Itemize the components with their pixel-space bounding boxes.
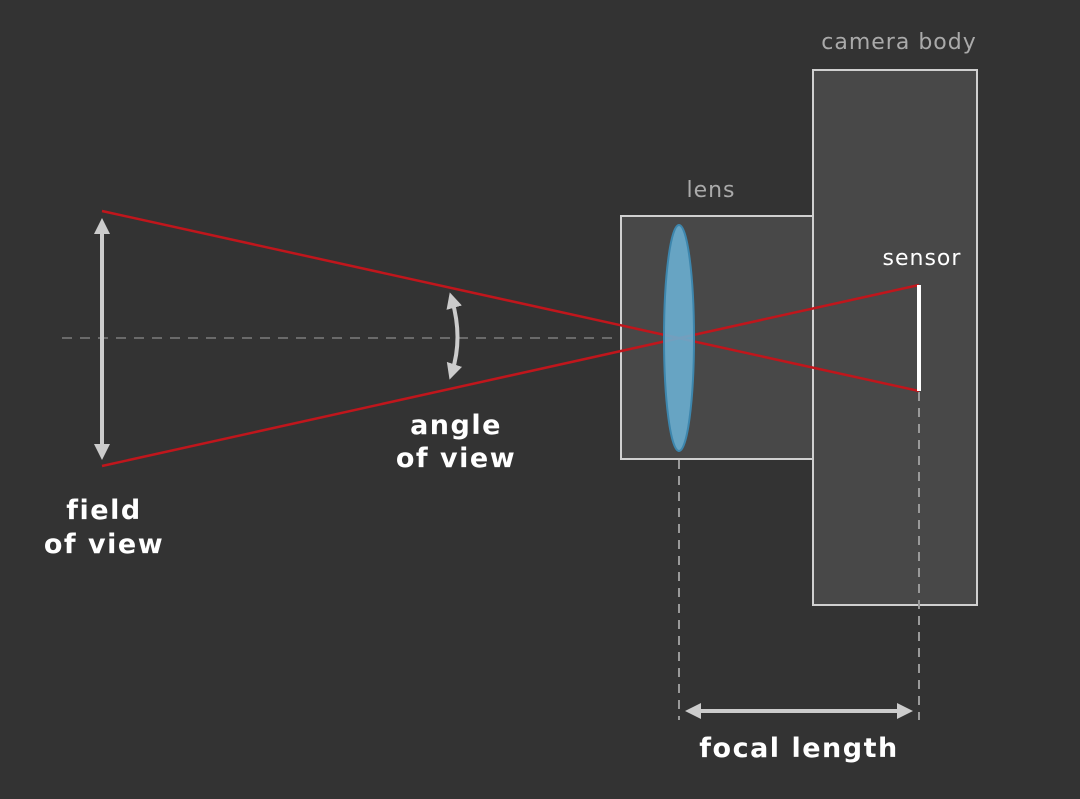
lens-barrel bbox=[620, 215, 814, 460]
sensor-label: sensor bbox=[883, 246, 962, 271]
light-ray-lower bbox=[101, 283, 920, 468]
field-of-view-label-line1: field bbox=[66, 495, 141, 526]
angle-of-view-label-line2: of view bbox=[396, 443, 516, 474]
camera-body-label: camera body bbox=[821, 30, 976, 55]
lens-label: lens bbox=[686, 178, 735, 203]
focal-length-label: focal length bbox=[699, 733, 898, 764]
light-ray-upper bbox=[101, 209, 920, 393]
field-of-view-label-line2: of view bbox=[44, 529, 164, 560]
camera-body bbox=[812, 69, 978, 606]
lens-element bbox=[663, 224, 695, 452]
angle-of-view-label-line1: angle bbox=[410, 410, 502, 441]
angle-of-view-arrow bbox=[446, 292, 463, 380]
